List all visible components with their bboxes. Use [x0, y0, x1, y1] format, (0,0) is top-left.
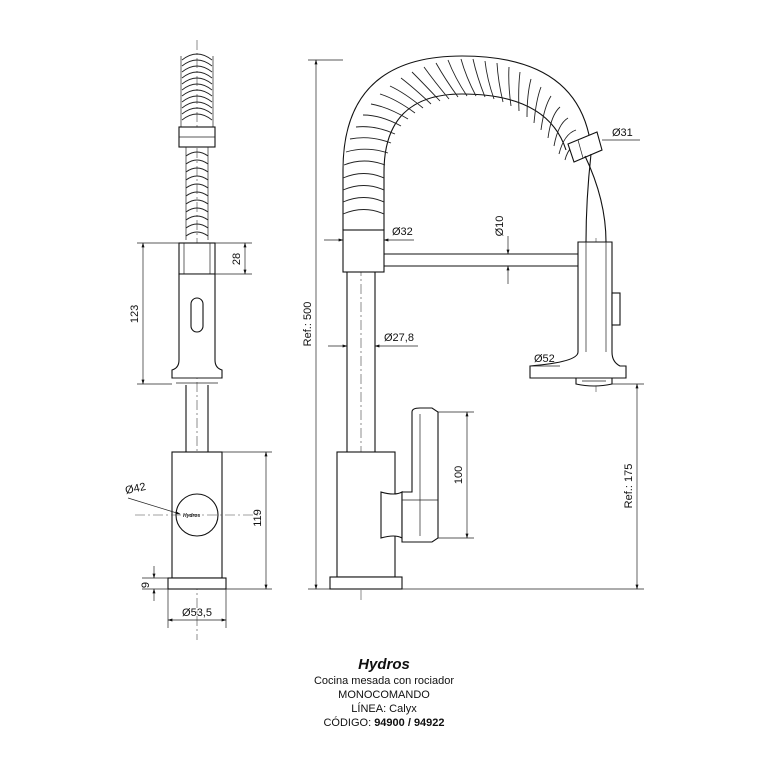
- dim-coil-end: Ø31: [602, 127, 640, 141]
- dim-total-height: Ref.: 500: [302, 59, 343, 590]
- dim-spray-head-diameter-label: Ø52: [534, 353, 555, 365]
- product-line: LÍNEA: Calyx: [351, 703, 417, 715]
- dim-lever-label: 100: [453, 466, 465, 484]
- dim-body-label: 119: [252, 509, 264, 527]
- dim-base-height: 9: [140, 566, 168, 601]
- side-base: [329, 576, 403, 590]
- dim-lower-tube: Ø27,8: [328, 332, 418, 348]
- dim-spout-label: Ref.: 175: [623, 464, 635, 509]
- dim-base-diameter: Ø53,5: [167, 589, 227, 628]
- dim-spray-head-label: 28: [231, 253, 243, 265]
- product-type: MONOCOMANDO: [338, 689, 430, 701]
- dim-handle: Ø42: [124, 481, 260, 516]
- side-arm: [384, 253, 578, 267]
- product-code-values: 94900 / 94922: [374, 717, 445, 729]
- front-coil-spring: [178, 53, 216, 240]
- dim-body: 119: [222, 451, 272, 590]
- dim-total-height-label: Ref.: 500: [302, 302, 314, 347]
- front-spray-button: [190, 297, 204, 333]
- dim-upper-tube-label: Ø32: [392, 226, 413, 238]
- dim-upper-tube: Ø32: [324, 226, 414, 242]
- dim-spray-head: 28: [215, 242, 252, 275]
- dim-base-height-label: 9: [140, 582, 152, 588]
- dim-arm-label: Ø10: [494, 216, 506, 237]
- dim-spray-total: 123: [129, 242, 179, 385]
- product-code-label: CÓDIGO:: [323, 717, 375, 729]
- dim-spout: Ref.: 175: [402, 383, 644, 590]
- dim-base-diameter-label: Ø53,5: [182, 607, 212, 619]
- logo-mark: Hydros: [183, 513, 200, 519]
- dim-coil-end-label: Ø31: [612, 127, 633, 139]
- product-name: Hydros: [358, 656, 410, 673]
- side-upper-collar: [342, 229, 385, 273]
- product-code: CÓDIGO: 94900 / 94922: [234, 716, 534, 730]
- dim-lower-tube-label: Ø27,8: [384, 332, 414, 344]
- side-spray-button: [611, 292, 621, 326]
- dim-spray-head: Ø52: [530, 353, 560, 367]
- technical-drawing: Hydros 28 123 119 9: [124, 40, 644, 640]
- dim-lever: 100: [438, 411, 474, 539]
- side-spray-head: [529, 241, 627, 379]
- front-spray-collar: [178, 242, 216, 275]
- title-block: Hydros Cocina mesada con rociador MONOCO…: [234, 656, 534, 730]
- dim-spray-total-label: 123: [129, 305, 141, 323]
- side-coil-spring: [342, 55, 603, 230]
- side-lever: [380, 407, 439, 543]
- dim-arm: Ø10: [494, 216, 510, 284]
- front-base: [167, 577, 227, 590]
- product-description: Cocina mesada con rociador: [313, 675, 455, 687]
- dim-handle-label: Ø42: [124, 481, 147, 497]
- side-main-tube: [346, 272, 376, 452]
- side-view: Ref.: 500 Ø32 Ø27,8 Ø10 Ø31 Ø52: [302, 55, 644, 600]
- front-view: Hydros 28 123 119 9: [124, 40, 272, 640]
